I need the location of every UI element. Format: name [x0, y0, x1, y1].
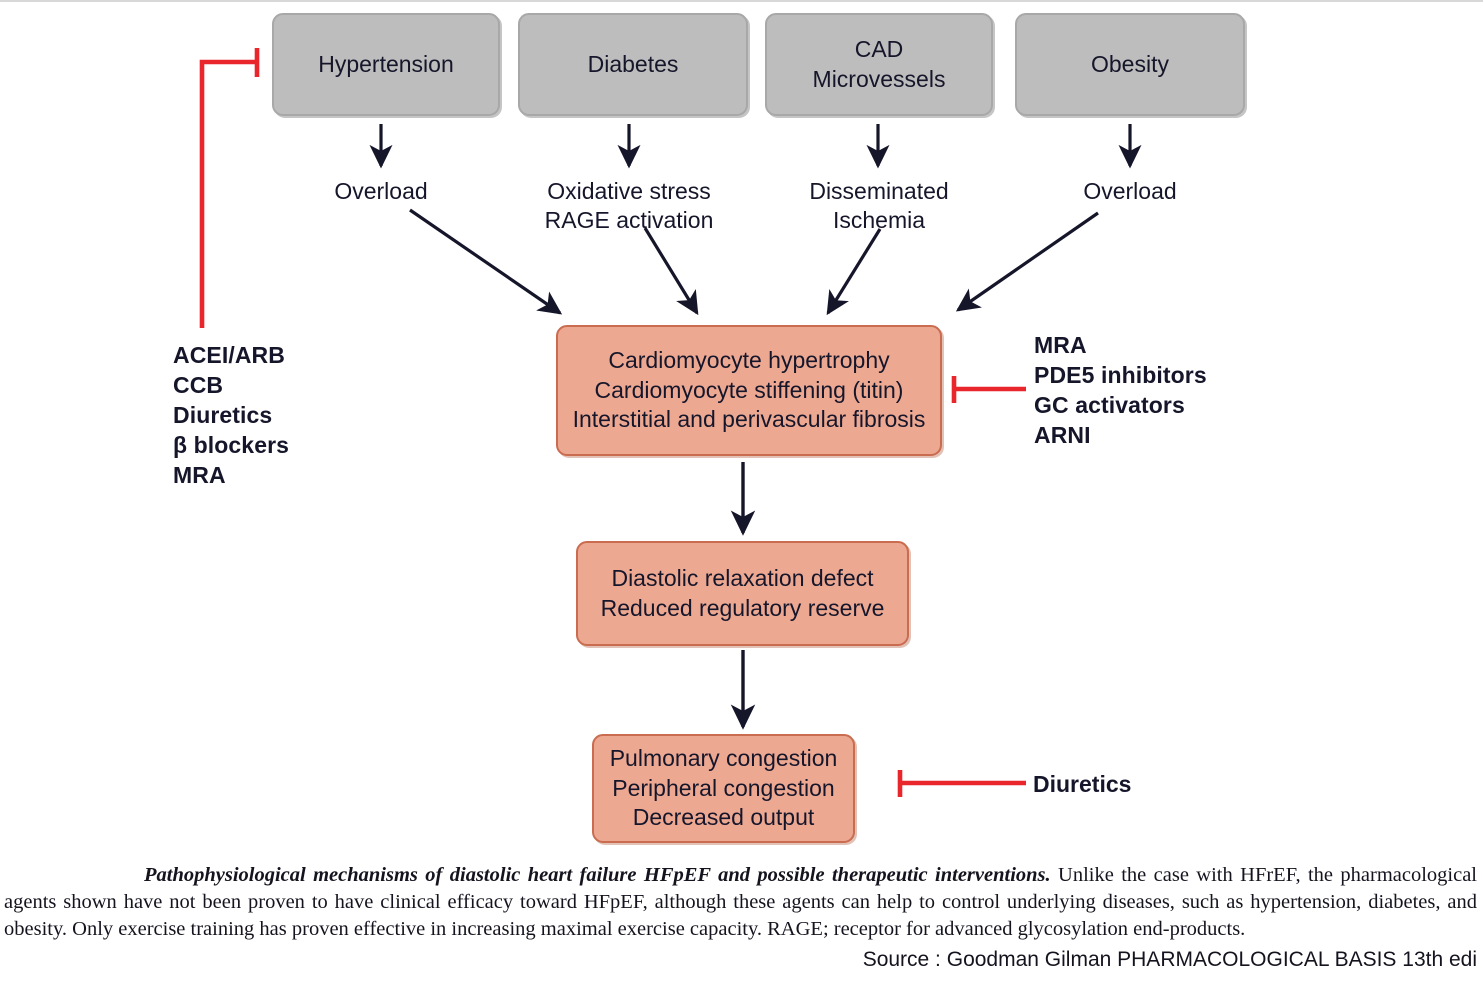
inhibitor-line-left-therapies	[199, 59, 256, 328]
risk-factor-box-hypertension[interactable]: Hypertension	[272, 13, 500, 116]
therapy-list-right: MRA PDE5 inhibitors GC activators ARNI	[1034, 332, 1207, 448]
risk-factor-box-obesity[interactable]: Obesity	[1015, 13, 1245, 116]
mechanism-label-overload-left: Overload	[334, 178, 428, 204]
caption-body: Unlike the case with HFrEF, the pharmaco…	[4, 864, 1477, 940]
process-box-myocardial-remodeling[interactable]: Cardiomyocyte hypertrophy Cardiomyocyte …	[556, 325, 942, 456]
therapy-label-diuretics: Diuretics	[1033, 771, 1132, 797]
mechanism-label-ischemia: Disseminated Ischemia	[809, 178, 949, 234]
mechanism-label-oxidative-stress: Oxidative stress RAGE activation	[544, 178, 714, 234]
process-box-label: Diastolic relaxation defect Reduced regu…	[600, 564, 885, 621]
risk-factor-label: Diabetes	[587, 50, 679, 77]
arrow-overload-right-to-remodeling	[955, 211, 1099, 312]
risk-factor-label: Hypertension	[318, 50, 454, 77]
top-divider	[0, 0, 1483, 2]
process-box-diastolic-dysfunction[interactable]: Diastolic relaxation defect Reduced regu…	[576, 541, 909, 646]
arrow-oxidative-to-remodeling	[643, 227, 699, 316]
process-box-label: Pulmonary congestion Peripheral congesti…	[609, 744, 838, 831]
arrow-ischemia-to-remodeling	[826, 228, 882, 316]
mechanism-label-overload-right: Overload	[1083, 178, 1177, 204]
caption-title: Pathophysiological mechanisms of diastol…	[144, 864, 1051, 886]
process-box-clinical-congestion[interactable]: Pulmonary congestion Peripheral congesti…	[592, 734, 855, 843]
arrow-overload-left-to-remodeling	[409, 208, 563, 315]
therapy-list-left: ACEI/ARB CCB Diuretics β blockers MRA	[173, 342, 290, 488]
risk-factor-label: CAD Microvessels	[812, 35, 946, 92]
process-box-label: Cardiomyocyte hypertrophy Cardiomyocyte …	[572, 346, 926, 433]
risk-factor-box-diabetes[interactable]: Diabetes	[518, 13, 748, 116]
figure-caption: Pathophysiological mechanisms of diastol…	[0, 862, 1483, 943]
caption-source: Source : Goodman Gilman PHARMACOLOGICAL …	[862, 948, 1477, 971]
risk-factor-label: Obesity	[1091, 50, 1169, 77]
risk-factor-box-cad[interactable]: CAD Microvessels	[765, 13, 993, 116]
